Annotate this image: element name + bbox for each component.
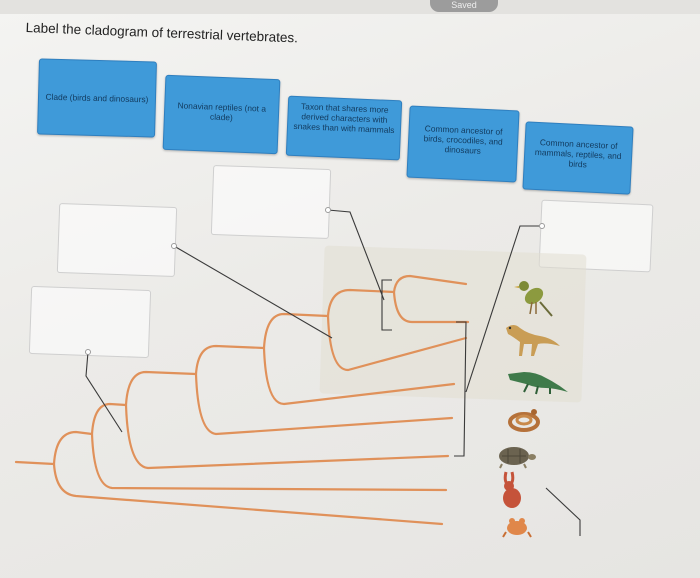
leader-lines [85,209,581,536]
frog-icon [502,518,532,538]
anchor-dots [85,207,545,355]
bird-icon [514,281,553,317]
dinosaur-icon [506,325,560,356]
turtle-icon [499,447,536,469]
cladogram-branches [14,274,470,526]
snake-icon [508,409,540,432]
rabbit-icon [503,471,521,508]
top-toolbar: Saved [0,0,700,14]
crocodile-icon [508,372,568,395]
save-status: Saved [430,0,498,12]
